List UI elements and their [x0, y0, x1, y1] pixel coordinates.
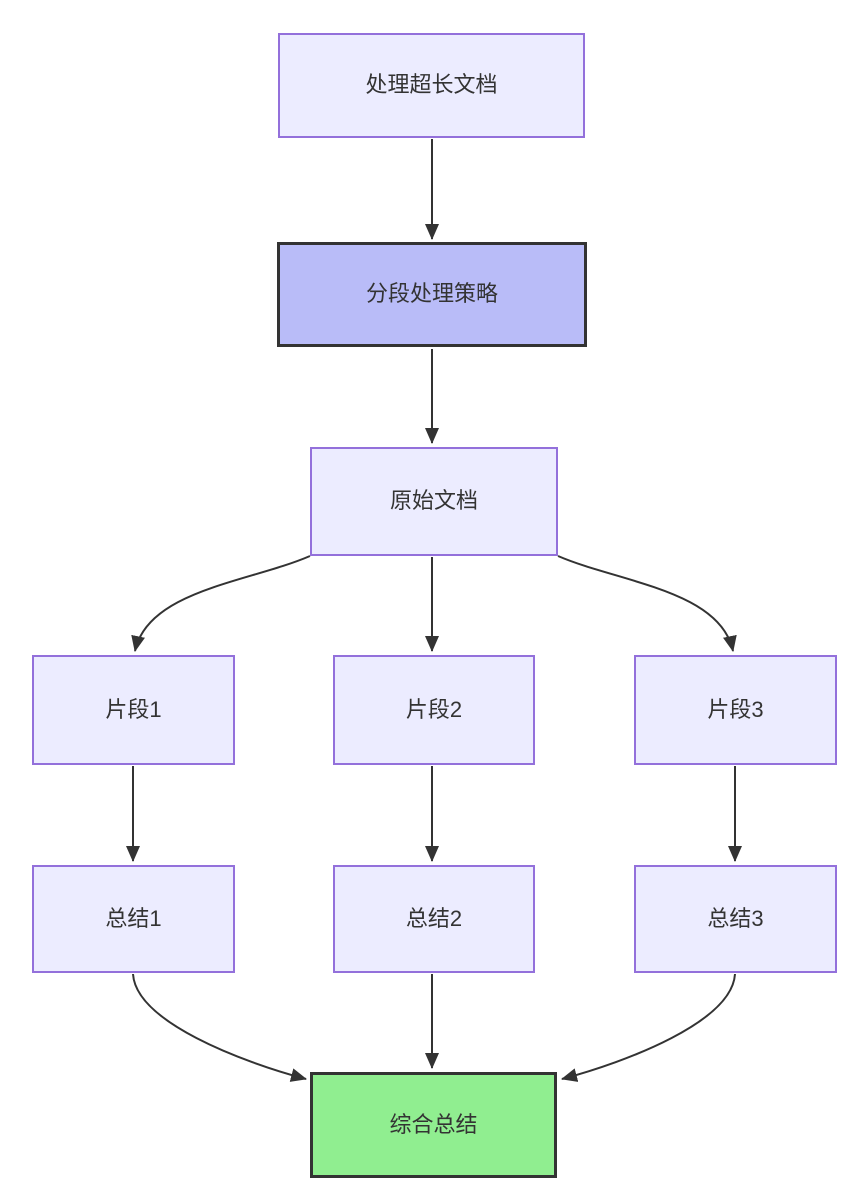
- edge-e3-f: [561, 973, 736, 1082]
- node-fragment-1: 片段1: [32, 655, 235, 765]
- node-fragment-2: 片段2: [333, 655, 535, 765]
- node-segmentation-strategy: 分段处理策略: [277, 242, 587, 347]
- edge-c-d1: [131, 555, 311, 652]
- node-label: 总结3: [707, 905, 764, 931]
- node-combined-summary: 综合总结: [310, 1072, 557, 1178]
- edge-c-d3: [557, 555, 737, 652]
- node-summary-3: 总结3: [634, 865, 837, 973]
- node-summary-1: 总结1: [32, 865, 235, 973]
- node-label: 片段1: [105, 696, 162, 722]
- node-label: 处理超长文档: [365, 72, 498, 98]
- node-fragment-3: 片段3: [634, 655, 837, 765]
- node-summary-2: 总结2: [333, 865, 535, 973]
- node-label: 片段3: [707, 696, 764, 722]
- node-label: 片段2: [405, 696, 463, 722]
- node-label: 总结2: [405, 905, 463, 931]
- edge-e1-f: [132, 973, 307, 1082]
- node-process-long-document: 处理超长文档: [278, 33, 585, 138]
- node-label: 总结1: [105, 905, 162, 931]
- node-original-document: 原始文档: [310, 447, 558, 556]
- node-label: 分段处理策略: [365, 281, 498, 307]
- node-label: 原始文档: [389, 488, 478, 514]
- node-label: 综合总结: [389, 1111, 478, 1137]
